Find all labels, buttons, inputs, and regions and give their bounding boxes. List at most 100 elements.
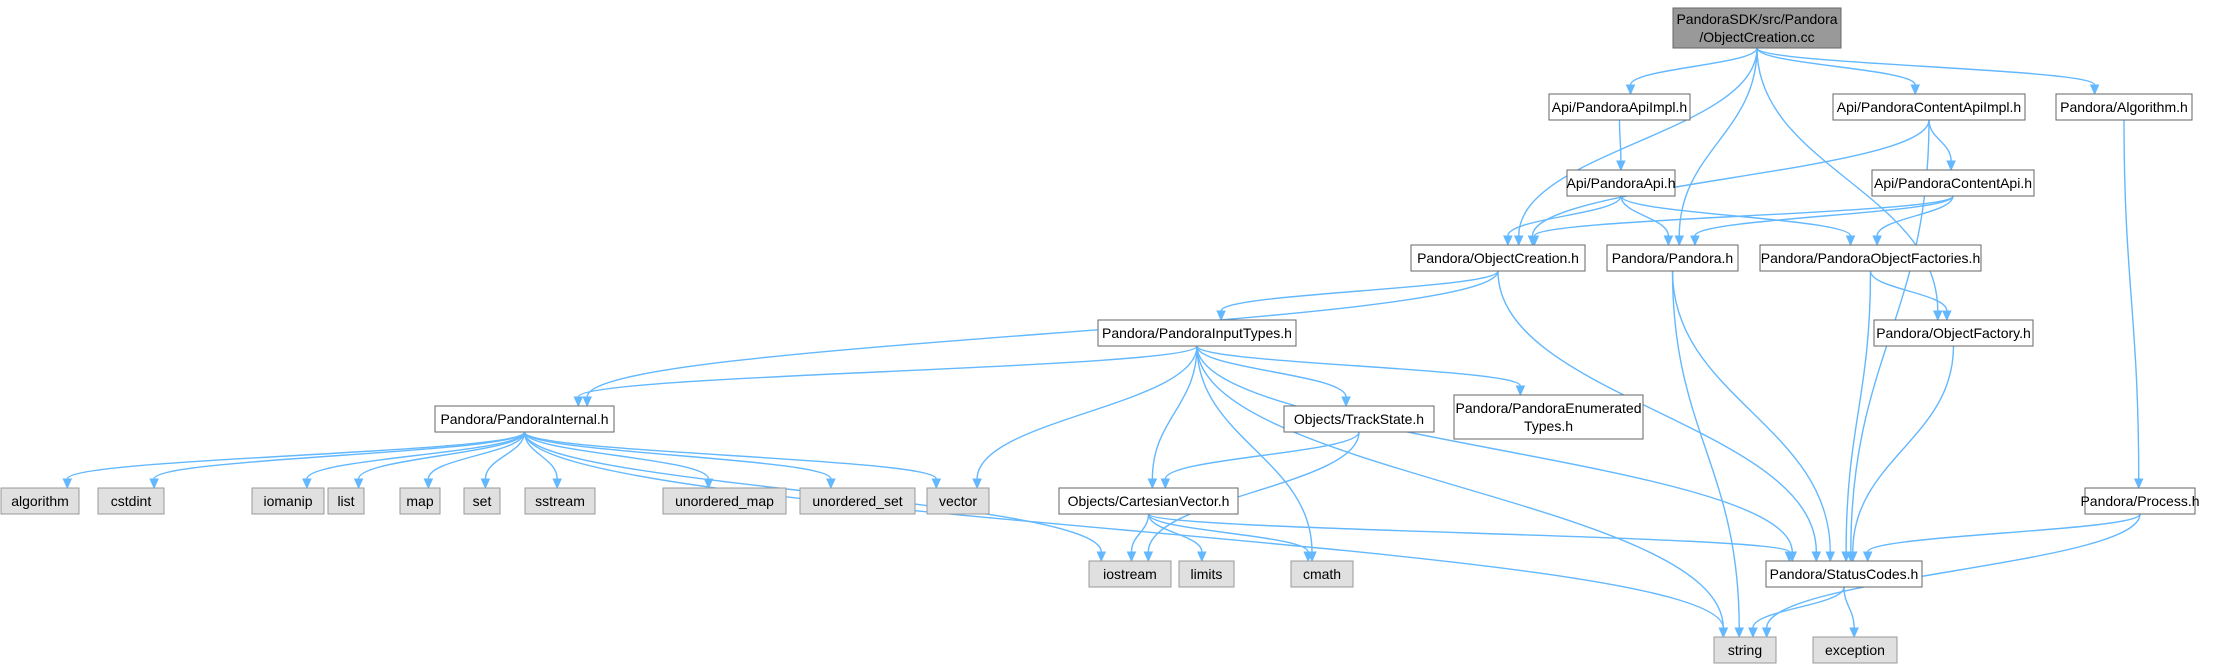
node-iostream[interactable]: iostream [1088, 560, 1172, 588]
node-api-impl[interactable]: Api/PandoraApiImpl.h [1548, 93, 1691, 121]
edge-root-to-pandora [1674, 47, 1758, 247]
edge-line [1518, 47, 1758, 237]
node-label: cmath [1303, 566, 1341, 582]
node-label: string [1728, 642, 1762, 658]
node-list[interactable]: list [327, 487, 365, 515]
edge-arrowhead [1933, 310, 1943, 322]
node-label: map [406, 493, 433, 509]
node-label: set [473, 493, 492, 509]
edge-line [427, 431, 526, 480]
edge-line [1766, 513, 2141, 629]
edge-line [1164, 431, 1360, 480]
node-iomanip[interactable]: iomanip [251, 487, 325, 515]
node-label: algorithm [11, 493, 69, 509]
node-obj-creation[interactable]: Pandora/ObjectCreation.h [1410, 244, 1586, 272]
edge-arrowhead [480, 478, 491, 490]
edge-status-codes-to-string [1748, 586, 1845, 639]
edge-arrowhead [826, 478, 836, 490]
edge-line [586, 270, 1499, 398]
node-exception[interactable]: exception [1812, 636, 1898, 664]
node-label: Pandora/PandoraObjectFactories.h [1761, 250, 1980, 266]
node-box [799, 487, 916, 515]
edge-internal-to-set [480, 431, 526, 490]
node-unordered-map[interactable]: unordered_map [662, 487, 787, 515]
node-label: Api/PandoraApiImpl.h [1552, 99, 1687, 115]
edge-line [1196, 345, 1347, 398]
node-set[interactable]: set [463, 487, 501, 515]
edge-cartesian-to-status-codes [1147, 513, 1795, 563]
edge-line [1928, 119, 1952, 162]
node-status-codes[interactable]: Pandora/StatusCodes.h [1765, 560, 1923, 588]
node-box [434, 405, 615, 433]
node-internal[interactable]: Pandora/PandoraInternal.h [434, 405, 615, 433]
node-track-state[interactable]: Objects/TrackState.h [1283, 405, 1435, 433]
edge-line [1618, 119, 1622, 162]
node-vector[interactable]: vector [926, 487, 990, 515]
edge-pandora-to-string [1671, 270, 1744, 639]
node-cmath[interactable]: cmath [1290, 560, 1354, 588]
node-process[interactable]: Pandora/Process.h [2080, 487, 2200, 515]
edge-arrowhead [423, 478, 434, 490]
node-map[interactable]: map [399, 487, 441, 515]
edge-arrowhead [1872, 235, 1882, 247]
edge-api-to-obj-creation [1503, 195, 1622, 247]
node-content-api[interactable]: Api/PandoraContentApi.h [1871, 169, 2035, 197]
edge-arrowhead [149, 478, 159, 490]
node-input-types[interactable]: Pandora/PandoraInputTypes.h [1097, 319, 1297, 347]
node-obj-factory[interactable]: Pandora/ObjectFactory.h [1873, 319, 2034, 347]
edge-line [1671, 270, 1740, 629]
edge-api-to-pandora [1620, 195, 1674, 247]
node-limits[interactable]: limits [1178, 560, 1235, 588]
node-box [327, 487, 365, 515]
node-label: unordered_map [675, 493, 774, 509]
edge-arrowhead [1841, 551, 1851, 563]
edge-process-to-status-codes [1862, 513, 2141, 563]
node-box [1283, 405, 1435, 433]
edge-arrowhead [1147, 478, 1158, 490]
node-api[interactable]: Api/PandoraApi.h [1566, 169, 1676, 197]
node-obj-factories[interactable]: Pandora/PandoraObjectFactories.h [1759, 244, 1982, 272]
node-box [1606, 244, 1739, 272]
node-sstream[interactable]: sstream [524, 487, 596, 515]
edge-line [1130, 513, 1150, 553]
node-unordered-set[interactable]: unordered_set [799, 487, 916, 515]
node-box [1410, 244, 1586, 272]
edge-obj-creation-to-status-codes [1497, 270, 1822, 563]
edge-content-api-impl-to-content-api [1928, 119, 1956, 172]
edge-line [1678, 47, 1758, 237]
node-label: Pandora/Algorithm.h [2060, 99, 2188, 115]
node-label: limits [1191, 566, 1223, 582]
node-cartesian[interactable]: Objects/CartesianVector.h [1058, 487, 1239, 515]
node-label: cstdint [111, 493, 152, 509]
edge-obj-factory-to-status-codes [1847, 345, 1955, 563]
edge-arrowhead [1674, 235, 1685, 247]
edge-arrowhead [302, 478, 312, 490]
edge-line [1147, 513, 1791, 553]
node-algorithm[interactable]: Pandora/Algorithm.h [2055, 93, 2193, 121]
node-cstdint[interactable]: cstdint [97, 487, 165, 515]
edge-algorithm-to-process [2123, 119, 2144, 490]
node-label: Api/PandoraContentApi.h [1874, 175, 2032, 191]
edge-line [1147, 431, 1360, 553]
edge-internal-to-cstdint [149, 431, 526, 490]
edge-internal-to-unordered-set [523, 431, 836, 490]
edge-internal-to-iomanip [302, 431, 526, 490]
node-content-api-impl[interactable]: Api/PandoraContentApiImpl.h [1832, 93, 2026, 121]
node-string[interactable]: string [1713, 636, 1777, 664]
edge-line [1756, 47, 1916, 86]
edge-line [1533, 195, 1954, 237]
edge-arrowhead [552, 478, 562, 490]
edge-arrowhead [62, 478, 73, 490]
node-box [1058, 487, 1239, 515]
edge-api-impl-to-api [1616, 119, 1626, 172]
node-pandora[interactable]: Pandora/Pandora.h [1606, 244, 1739, 272]
node-root[interactable]: PandoraSDK/src/Pandora/ObjectCreation.cc [1672, 7, 1842, 49]
edge-root-to-api-impl [1625, 47, 1758, 96]
edge-arrowhead [1096, 551, 1107, 563]
node-label: vector [939, 493, 977, 509]
node-label: list [337, 493, 354, 509]
edge-line [1876, 195, 1954, 237]
node-algorithm-sys[interactable]: algorithm [0, 487, 80, 515]
